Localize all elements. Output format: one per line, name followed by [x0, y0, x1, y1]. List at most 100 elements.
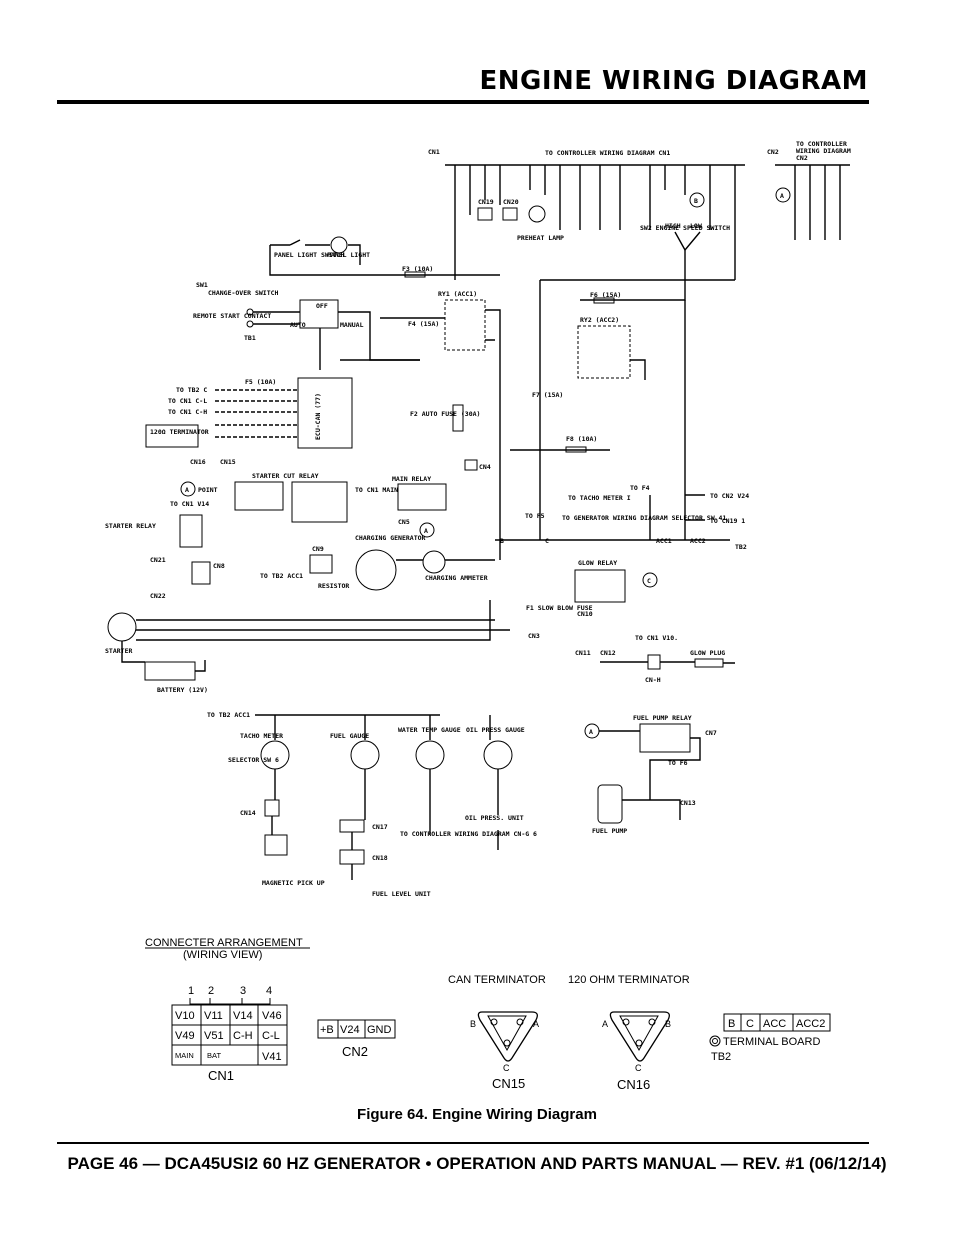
can-terminator-label: CAN TERMINATOR	[448, 974, 546, 986]
to-f5-label: TO F5	[525, 512, 545, 520]
to-controller-cn1-6-label: TO CONTROLLER WIRING DIAGRAM CN-G 6	[400, 830, 537, 838]
tb1-terminal-2	[246, 320, 254, 328]
c-point-text: C	[647, 577, 651, 585]
glow-plug-label: GLOW PLUG	[690, 649, 725, 657]
panel-light-feed	[269, 245, 500, 276]
starter-motor-icon	[107, 612, 137, 642]
ecu-can-wires	[215, 389, 298, 438]
water-temp-gauge-icon	[415, 740, 445, 770]
fuel-gauge-icon	[350, 740, 380, 770]
cn1-cell-1-1: V51	[204, 1030, 224, 1042]
cn13-label: CN13	[680, 799, 696, 807]
wiring-view-label: (WIRING VIEW)	[183, 949, 262, 961]
main-relay-label: MAIN RELAY	[392, 475, 431, 483]
to-tb2-acc1-top-label: TO TB2 ACC1	[260, 572, 303, 580]
cn1-grid-lines	[172, 1005, 287, 1065]
cn15-inner	[487, 1015, 527, 1052]
main-relay-box	[397, 483, 447, 511]
oil-press-label: OIL PRESS GAUGE	[466, 726, 525, 734]
to-cn1-ch-label: TO CN1 C-H	[168, 408, 207, 416]
fuel-pump-relay-label: FUEL PUMP RELAY	[633, 714, 692, 722]
battery-label: BATTERY (12V)	[157, 686, 208, 694]
cn7-label: CN7	[705, 729, 717, 737]
to-cn2-v24-label: TO CN2 V24	[710, 492, 749, 500]
high-label: HIGH	[665, 222, 681, 230]
cn1-cell-2-3: V41	[262, 1051, 282, 1063]
cn1-top-label: CN1	[428, 148, 440, 156]
cn1-col-1: 1	[188, 985, 194, 997]
to-controller-cn2-line2: WIRING DIAGRAM	[796, 147, 851, 155]
starter-relay-box	[179, 514, 203, 548]
b-point-top-text: B	[694, 197, 698, 205]
sw2-output	[660, 250, 686, 301]
f3-label: F3 (10A)	[402, 265, 433, 273]
tacho-meter-label: TACHO METER	[240, 732, 283, 740]
cn11-label: CN11	[575, 649, 591, 657]
cn15-b-letter: B	[470, 1019, 476, 1029]
magnetic-pickup-icon	[264, 834, 288, 856]
a-point-top	[775, 187, 791, 203]
panel-light-icon	[330, 236, 348, 254]
resistor-label: RESISTOR	[318, 582, 349, 590]
cn-h-connector	[647, 654, 661, 670]
cn2-grid-frame	[317, 1019, 396, 1039]
starter-relay-label: STARTER RELAY	[105, 522, 156, 530]
starter-wires	[121, 600, 510, 672]
cn16-pin-a	[622, 1018, 630, 1026]
cn9-connector	[309, 554, 333, 574]
gauge-wires	[271, 769, 499, 880]
cn1-col-2: 2	[208, 985, 214, 997]
cn2-bus	[775, 164, 850, 240]
starter-cut-relay-label: STARTER CUT RELAY	[252, 472, 319, 480]
ecu-can-box	[297, 377, 353, 449]
to-controller-cn2-line1: TO CONTROLLER	[796, 140, 847, 148]
tb2-diagram-label: TB2	[735, 543, 747, 551]
water-temp-label: WATER TEMP GAUGE	[398, 726, 461, 734]
to-tb2-c-label: TO TB2 C	[176, 386, 207, 394]
panel-light-switch-label: PANEL LIGHT SWITCH	[274, 251, 345, 259]
to-f4-label: TO F4	[630, 484, 650, 492]
a-point-top-text: A	[780, 192, 784, 200]
cn2-cell-0: +B	[320, 1024, 334, 1036]
to-controller-label: TO CONTROLLER WIRING DIAGRAM CN1	[545, 149, 670, 157]
cn1-cell-1-0: V49	[175, 1030, 195, 1042]
terminator-label: 120Ω TERMINATOR	[150, 428, 209, 436]
terminal-board-symbol-icon	[709, 1035, 721, 1047]
f4-label: F4 (15A)	[408, 320, 439, 328]
f5-label: F5 (10A)	[245, 378, 276, 386]
acc-wires	[649, 300, 705, 540]
cn14-connector	[264, 799, 280, 817]
cn2-grid-lines	[337, 1020, 366, 1038]
change-over-switch-label: CHANGE-OVER SWITCH	[208, 289, 279, 297]
glow-wires	[600, 661, 735, 664]
to-tb2-acc1-label: TO TB2 ACC1	[207, 711, 250, 719]
cn2-caption: CN2	[342, 1044, 368, 1059]
a-point-main	[419, 522, 435, 538]
c-point	[642, 572, 658, 588]
ecu-can-label: ECU-CAN (77)	[314, 393, 322, 440]
cn1-cell-2-1: BAT	[207, 1051, 221, 1060]
cn1-col-4: 4	[266, 985, 272, 997]
a-point-mid-label: POINT	[198, 486, 218, 494]
cn1-cell-0-3: V46	[262, 1010, 282, 1022]
manual-label: MANUAL	[340, 321, 364, 329]
cn8-connector	[191, 561, 211, 585]
cn16-pin-b	[648, 1018, 656, 1026]
cn2-cell-2: GND	[367, 1024, 392, 1036]
to-f6-label: TO F6	[668, 759, 688, 767]
ry1-wires	[380, 309, 501, 560]
cn5-label: CN5	[398, 518, 410, 526]
charging-generator-icon	[355, 549, 397, 591]
cn-h-label: CN-H	[645, 676, 661, 684]
figure-caption: Figure 64. Engine Wiring Diagram	[357, 1106, 597, 1123]
acc2-label: ACC2	[690, 537, 706, 545]
f3-fuse	[404, 271, 426, 278]
auto-label: AUTO	[290, 321, 306, 329]
starter-cut-relay-box	[234, 481, 284, 511]
cn18-label: CN18	[372, 854, 388, 862]
sw1-wires	[253, 311, 420, 370]
ry2-wires	[580, 299, 660, 380]
cn4-connector	[464, 459, 478, 471]
fuel-pump-wires	[599, 730, 701, 820]
glow-relay-box	[574, 569, 626, 603]
